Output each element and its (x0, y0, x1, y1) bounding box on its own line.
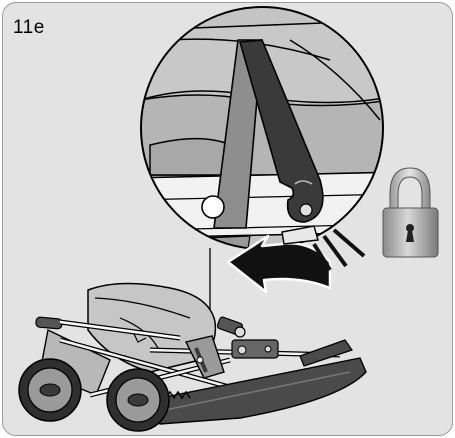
magnified-detail (140, 6, 384, 250)
curved-rotation-arrow-icon (226, 225, 366, 294)
padlock-locked-icon (382, 167, 439, 258)
front-wheel (106, 368, 170, 432)
step-number-label: 11e (13, 17, 45, 38)
folded-stroller (18, 282, 367, 432)
rear-wheel (18, 358, 82, 422)
